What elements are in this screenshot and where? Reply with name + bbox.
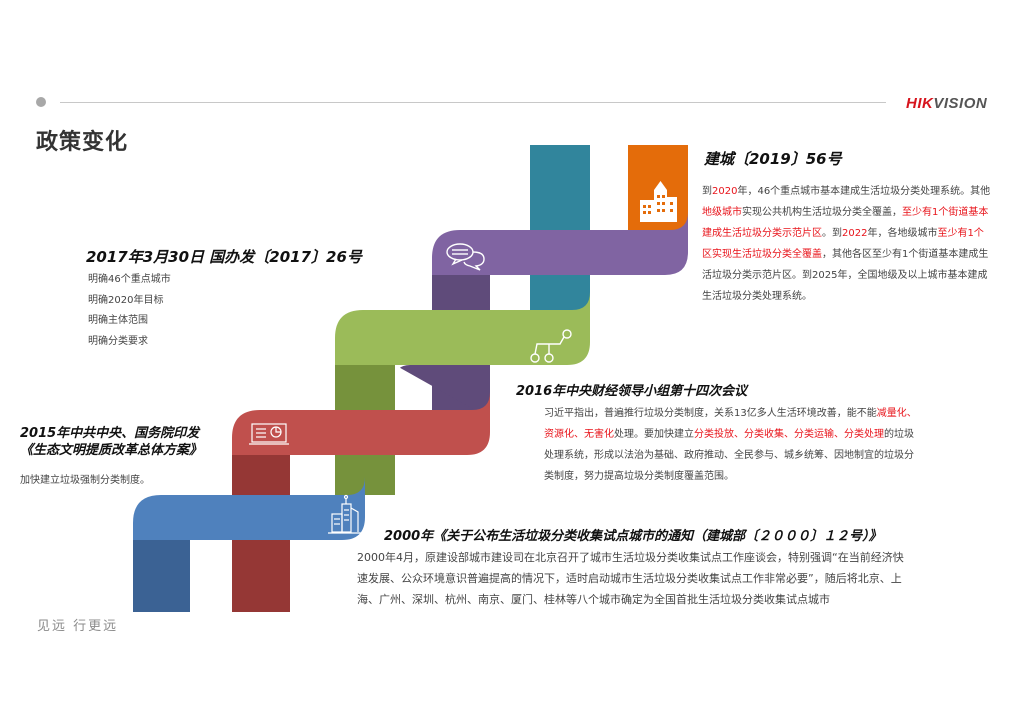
text-2019: 到2020年，46个重点城市基本建成生活垃圾分类处理系统。其他地级城市实现公共机… [702, 181, 1022, 307]
chat-bubbles-icon [446, 243, 485, 271]
text-2015: 加快建立垃圾强制分类制度。 [20, 475, 150, 486]
ribbon-purple [432, 212, 688, 275]
list-2017: 明确46个重点城市 明确2020年目标 明确主体范围 明确分类要求 [88, 270, 171, 352]
hikvision-logo: HIKVISION [906, 95, 988, 112]
text-line: 类制度，努力提高垃圾分类制度覆盖范围。 [544, 471, 734, 482]
ribbon-green [335, 292, 590, 365]
text-line: 处理系统，形成以法治为基础、政府推动、全民参与、城乡统筹、因地制宜的垃圾分 [544, 450, 914, 461]
ribbon-blue [133, 477, 365, 540]
text-line: 生活垃圾分类处理系统。 [702, 291, 812, 302]
list-item: 明确2020年目标 [88, 294, 164, 306]
text-line: 活垃圾分类示范片区。到2025年，全国地级及以上城市基本建成 [702, 270, 988, 281]
heading-2019: 建城〔2019〕56号 [704, 150, 842, 168]
text-line: 区实现生活垃圾分类全覆盖，其他各区至少有1个街道基本建成生 [702, 249, 989, 260]
network-nodes-icon [530, 329, 572, 363]
heading-2017: 2017年3月30日 国办发〔2017〕26号 [86, 248, 362, 266]
header-dot [36, 97, 46, 107]
heading-2000: 2000年《关于公布生活垃圾分类收集试点城市的通知（建城部〔２０００〕１２号）》 [384, 529, 882, 544]
page-title: 政策变化 [36, 130, 129, 155]
list-item: 明确46个重点城市 [88, 274, 171, 285]
text-line: 地级城市实现公共机构生活垃圾分类全覆盖，至少有1个街道基本 [702, 207, 989, 218]
office-buildings-icon [328, 494, 362, 534]
heading-2015: 2015年中共中央、国务院印发 《生态文明提质改革总体方案》 [20, 426, 203, 458]
heading-2016: 2016年中央财经领导小组第十四次会议 [516, 384, 748, 399]
footer-tagline: 见远 行更远 [37, 619, 119, 634]
text-2016: 习近平指出，普遍推行垃圾分类制度，关系13亿多人生活环境改善，能不能减量化、资源… [544, 403, 964, 487]
list-item: 明确主体范围 [88, 315, 148, 326]
presentation-screen-icon [249, 423, 289, 445]
text-2000: 2000年4月，原建设部城市建设司在北京召开了城市生活垃圾分类收集试点工作座谈会… [357, 551, 904, 606]
text-line: 资源化、无害化处理。要加快建立分类投放、分类收集、分类运输、分类处理的垃圾 [544, 429, 914, 440]
header-divider [60, 102, 886, 103]
ribbon-red [232, 392, 490, 455]
buildings-icon [640, 181, 677, 222]
list-item: 明确分类要求 [88, 335, 148, 347]
text-line: 到2020年，46个重点城市基本建成生活垃圾分类处理系统。其他 [702, 186, 991, 197]
text-line: 建成生活垃圾分类示范片区。到2022年，各地级城市至少有1个 [702, 228, 984, 239]
text-line: 习近平指出，普遍推行垃圾分类制度，关系13亿多人生活环境改善，能不能减量化、 [544, 408, 917, 419]
